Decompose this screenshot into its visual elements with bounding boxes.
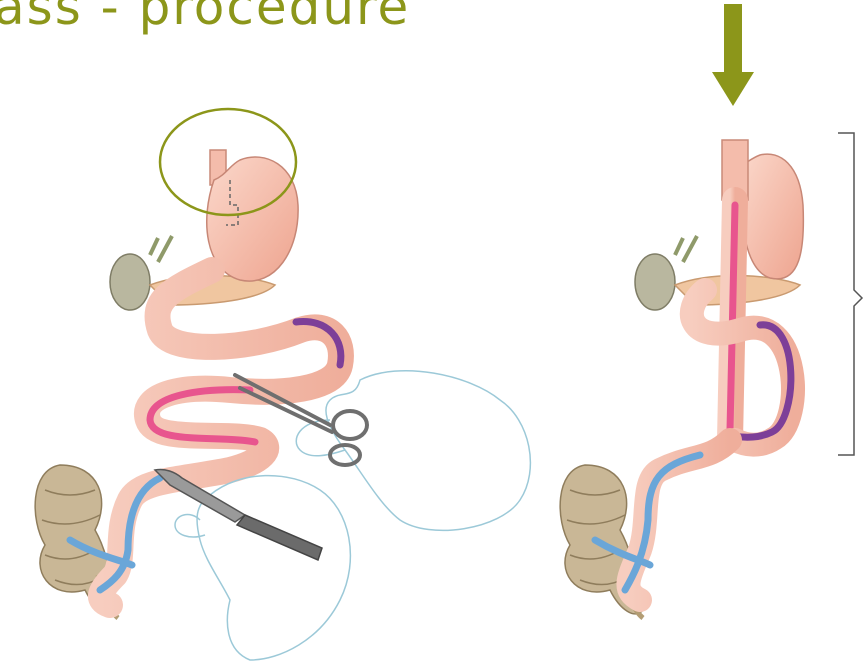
scalpel-icon	[155, 469, 322, 560]
stomach-remnant-right	[741, 154, 803, 279]
down-arrow-icon	[712, 4, 754, 106]
right-curly-brace-icon	[838, 133, 862, 455]
pink-segment-right	[730, 205, 735, 430]
right-illustration	[560, 4, 862, 618]
left-illustration	[35, 109, 530, 660]
